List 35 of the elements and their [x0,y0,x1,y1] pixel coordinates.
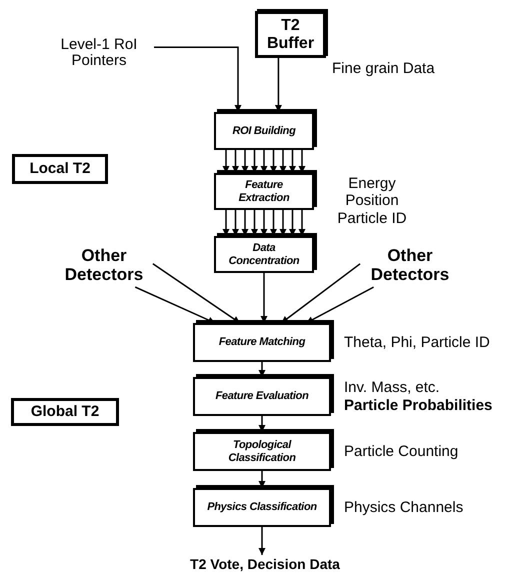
process-box [193,488,331,527]
arrow [258,527,266,555]
input-label: Other Detectors [52,244,156,288]
process-box [193,377,331,416]
buffer-box [255,11,326,58]
output-note: Theta, Phi, Particle ID [344,334,490,352]
arrow [274,58,282,112]
data-note: Fine grain Data [332,60,436,78]
box-label: Feature Extraction [238,179,290,204]
input-label: Other Detectors [358,244,462,288]
arrow [260,273,268,323]
output-note: Particle Counting [344,442,458,460]
box-label: Physics Classification [207,501,317,514]
input-label: Level-1 RoI Pointers [44,34,154,72]
output-note: Physics Channels [344,498,464,516]
process-box [193,323,331,362]
box-label: T2 Buffer [266,16,316,52]
output-note: Particle Probabilities [344,396,492,414]
data-note: Energy Position Particle ID [336,175,408,227]
process-box [214,112,314,150]
stage-tag [11,398,119,426]
arrow [154,46,242,112]
process-box [193,432,331,471]
box-label: Local T2 [30,160,90,178]
input-label: T2 Vote, Decision Data [150,555,380,575]
process-box [214,173,314,210]
box-label: Feature Evaluation [215,390,308,403]
box-label: Feature Matching [218,336,306,349]
output-note: Inv. Mass, etc. [344,379,441,396]
box-label: Topological Classification [227,439,297,464]
box-label: ROI Building [232,124,296,138]
process-box [214,236,314,273]
stage-tag [12,154,108,184]
box-label: Data Concentration [228,242,300,267]
box-label: Global T2 [30,404,100,420]
